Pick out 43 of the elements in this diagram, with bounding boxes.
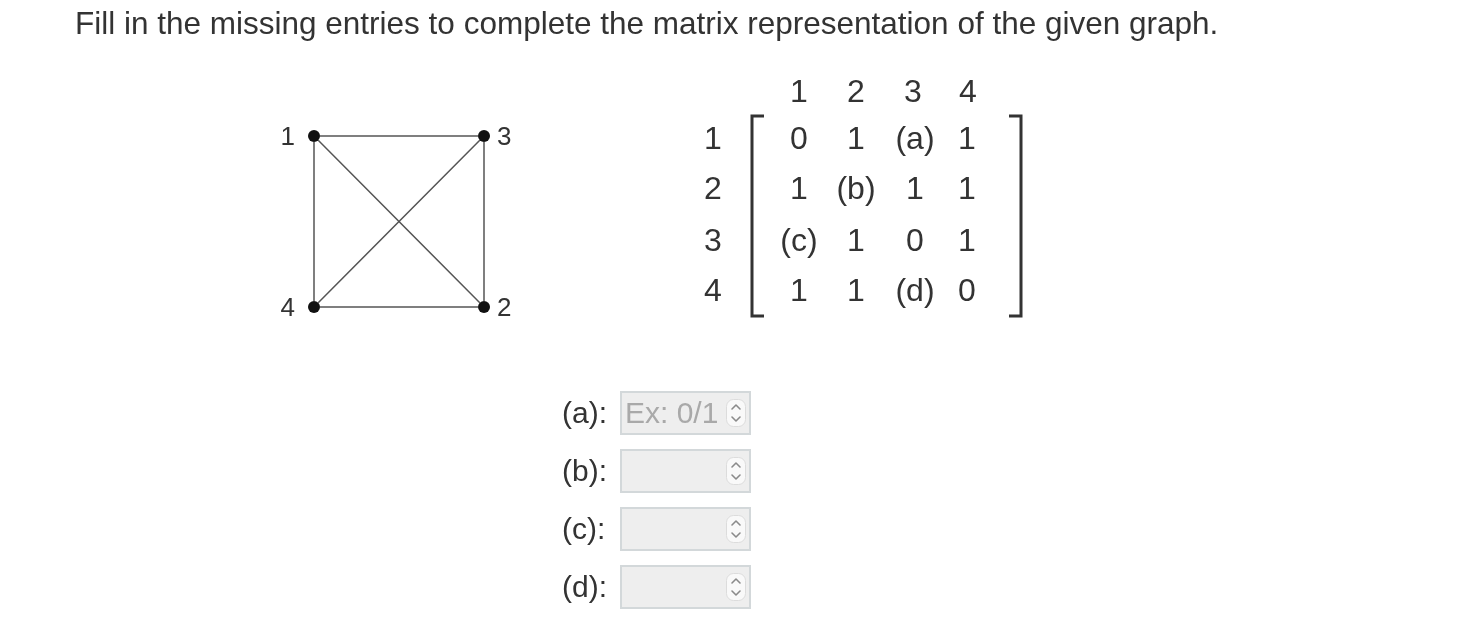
graph-edge xyxy=(483,141,485,302)
answer-label: (a): xyxy=(562,398,607,428)
matrix-entry: 0 xyxy=(906,224,924,256)
answer-label: (b): xyxy=(562,456,607,486)
matrix-entry: 1 xyxy=(790,172,808,204)
vertex-label: 2 xyxy=(497,294,512,320)
graph-edge xyxy=(319,135,479,137)
graph-edge xyxy=(319,306,479,308)
row-header: 1 xyxy=(704,122,722,154)
matrix-entry: 0 xyxy=(790,122,808,154)
row-header: 3 xyxy=(704,224,722,256)
matrix-entry: 1 xyxy=(847,122,865,154)
answer-label: (d): xyxy=(562,572,607,602)
matrix-entry: 1 xyxy=(958,172,976,204)
row-header: 2 xyxy=(704,172,722,204)
matrix-entry: (b) xyxy=(836,172,876,204)
matrix-entry: 1 xyxy=(906,172,924,204)
vertex-dot xyxy=(308,301,320,313)
row-header: 4 xyxy=(704,274,722,306)
matrix-entry: (c) xyxy=(780,224,818,256)
matrix-entry: 1 xyxy=(847,274,865,306)
vertex-label: 4 xyxy=(280,294,295,320)
matrix-entry: 1 xyxy=(790,274,808,306)
vertex-dot xyxy=(478,301,490,313)
matrix-entry: 1 xyxy=(958,224,976,256)
matrix-entry: (a) xyxy=(895,122,935,154)
matrix-entry: 1 xyxy=(958,122,976,154)
graph-edge xyxy=(313,141,315,302)
vertex-label: 1 xyxy=(280,123,295,149)
vertex-dot xyxy=(478,130,490,142)
column-header: 2 xyxy=(847,75,865,107)
column-header: 4 xyxy=(959,75,977,107)
column-header: 3 xyxy=(904,75,922,107)
answer-label: (c): xyxy=(562,514,606,544)
matrix-entry: (d) xyxy=(895,274,935,306)
vertex-dot xyxy=(308,130,320,142)
matrix-entry: 1 xyxy=(847,224,865,256)
column-header: 1 xyxy=(790,75,808,107)
question-text: Fill in the missing entries to complete the matrix representation of the given graph. xyxy=(75,8,1219,40)
matrix-entry: 0 xyxy=(958,274,976,306)
crossing-edges xyxy=(317,139,481,304)
input-field: Ex: 0/1 xyxy=(620,391,751,435)
vertex-label: 3 xyxy=(497,123,512,149)
